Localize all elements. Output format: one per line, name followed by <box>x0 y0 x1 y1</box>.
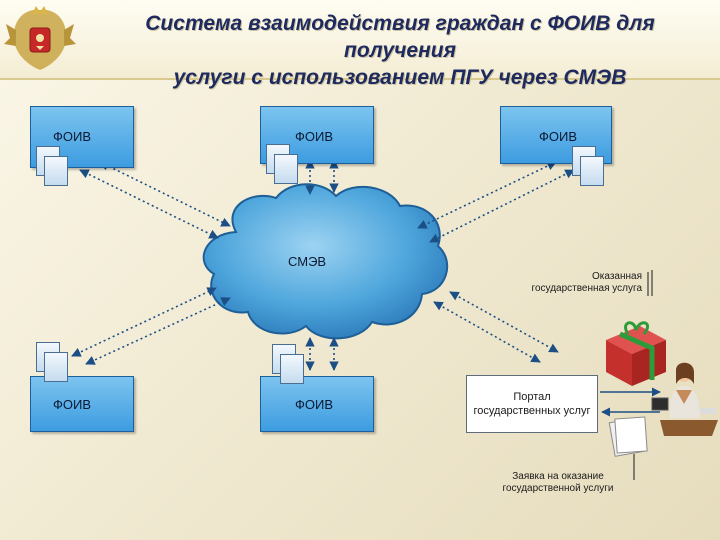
smev-label: СМЭВ <box>288 254 327 269</box>
link-foiv-tr-lower <box>417 161 557 229</box>
foiv-label: ФОИВ <box>53 129 92 144</box>
foiv-box-bottom-center: ФОИВ <box>260 376 374 432</box>
link-foiv-tr-upper <box>429 169 575 243</box>
document-icon <box>274 154 298 184</box>
document-icon <box>44 352 68 382</box>
link-portal-upper <box>449 291 559 353</box>
application-label: Заявка на оказание государственной услуг… <box>488 471 628 495</box>
link-portal-lower <box>433 301 541 363</box>
title-line-2: услуги с использованием ПГУ через СМЭВ <box>173 66 627 89</box>
header-band <box>0 0 720 80</box>
foiv-label: ФОИВ <box>295 397 334 412</box>
link-foiv-bl-lower <box>85 297 231 365</box>
document-icon <box>44 156 68 186</box>
application-line-1: Заявка на оказание <box>512 471 604 482</box>
foiv-label: ФОИВ <box>539 129 578 144</box>
gift-box-icon <box>606 321 666 386</box>
portal-box: Портал государственных услуг <box>466 375 598 433</box>
link-foiv-tl-lower <box>99 161 231 227</box>
link-foiv-tl-upper <box>79 169 219 239</box>
service-provided-line-1: Оказанная <box>592 271 642 282</box>
user-at-computer-icon <box>651 362 718 436</box>
foiv-label: ФОИВ <box>295 129 334 144</box>
portal-label: Портал государственных услуг <box>473 391 591 417</box>
page-title: Система взаимодействия граждан с ФОИВ дл… <box>90 10 710 91</box>
document-icon <box>580 156 604 186</box>
title-line-1: Система взаимодействия граждан с ФОИВ дл… <box>145 12 655 62</box>
coat-of-arms-icon <box>4 6 76 70</box>
foiv-label: ФОИВ <box>53 397 92 412</box>
link-foiv-bl-upper <box>71 287 217 357</box>
application-line-2: государственной услуги <box>502 483 614 494</box>
document-icon <box>280 354 304 384</box>
service-provided-label: Оказанная государственная услуга <box>500 271 642 295</box>
paper-stack-icon <box>608 416 648 457</box>
foiv-box-bottom-left: ФОИВ <box>30 376 134 432</box>
service-provided-line-2: государственная услуга <box>531 283 642 294</box>
